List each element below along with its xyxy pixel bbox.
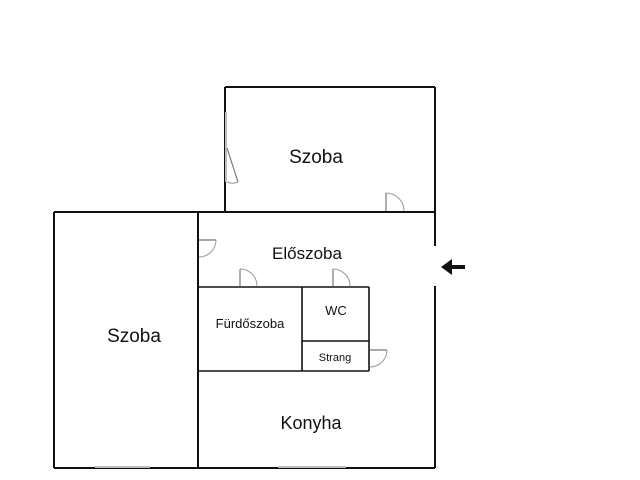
top-room-label: Szoba <box>289 147 343 168</box>
hall-label: Előszoba <box>272 244 342 263</box>
entrance-arrow-icon <box>441 259 465 275</box>
left-room-door <box>198 239 217 258</box>
left-room-label: Szoba <box>107 326 161 347</box>
shaft-door <box>369 349 388 368</box>
bathroom-label: Fürdőszoba <box>216 316 285 331</box>
wc-label: WC <box>325 303 347 318</box>
kitchen-label: Konyha <box>280 413 342 433</box>
top-room-side-door <box>226 147 239 184</box>
shaft-label: Strang <box>319 352 351 364</box>
bathroom-door <box>239 268 258 287</box>
top-room-door <box>385 192 405 212</box>
wc-door <box>332 268 351 287</box>
doors <box>198 147 405 368</box>
windows <box>95 112 346 468</box>
interior-walls <box>197 212 370 468</box>
